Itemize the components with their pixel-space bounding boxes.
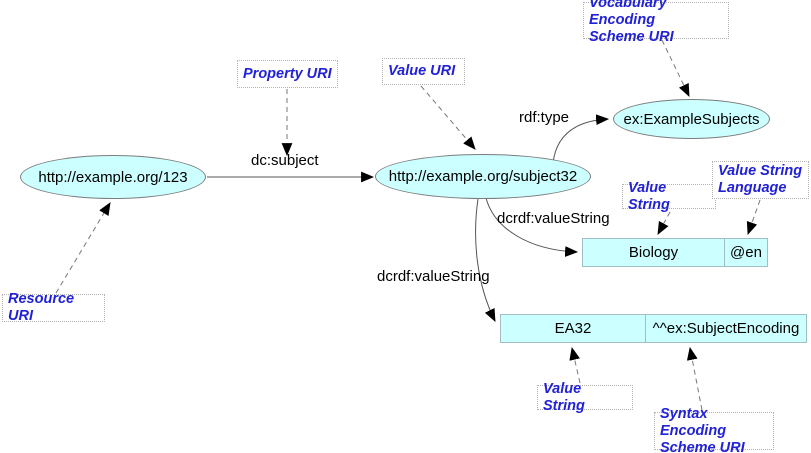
literal-biology-value: Biology — [583, 239, 725, 266]
literal-biology-language: @en — [730, 244, 762, 261]
pointer-resource-uri — [55, 202, 111, 294]
annotation-property-uri: Property URI — [237, 60, 338, 88]
literal-biology: Biology @en — [582, 238, 768, 267]
node-value-uri: http://example.org/subject32 — [375, 154, 591, 199]
node-resource-uri: http://example.org/123 — [20, 155, 206, 199]
edge-label-valuestring-ea32: dcrdf:valueString — [377, 268, 490, 285]
annotation-value-string-bottom: Value String — [537, 381, 633, 414]
edge-rdf-type-line — [552, 114, 610, 164]
node-class-example-subjects: ex:ExampleSubjects — [613, 99, 770, 139]
edge-valuestring-biology-line — [485, 197, 579, 257]
pointer-syntax-encoding — [686, 346, 703, 411]
literal-ea32: EA32 ^^ex:SubjectEncoding — [500, 314, 807, 343]
pointer-value-string-bottom — [569, 346, 581, 384]
literal-ea32-datatype: ^^ex:SubjectEncoding — [652, 320, 800, 337]
edge-label-dc-subject: dc:subject — [251, 152, 319, 169]
annotation-vocabulary-encoding-scheme-uri: Vocabulary Encoding Scheme URI — [583, 0, 729, 45]
annotation-value-string-top: Value String — [622, 180, 716, 213]
pointer-value-uri — [420, 85, 476, 150]
edge-valuestring-ea32-line — [475, 198, 496, 322]
annotation-syntax-encoding-scheme-uri: Syntax Encoding Scheme URI — [654, 406, 774, 453]
annotation-resource-uri: Resource URI — [2, 291, 105, 324]
annotation-value-string-language: Value String Language — [712, 161, 809, 199]
annotation-value-uri: Value URI — [382, 58, 465, 85]
literal-ea32-value: EA32 — [501, 315, 646, 342]
edge-label-valuestring-biology: dcrdf:valueString — [497, 210, 610, 227]
pointer-vocabulary-encoding — [661, 39, 690, 97]
edge-label-rdf-type: rdf:type — [519, 109, 570, 126]
pointer-value-string-top — [657, 211, 671, 235]
pointer-value-string-language — [746, 199, 761, 236]
